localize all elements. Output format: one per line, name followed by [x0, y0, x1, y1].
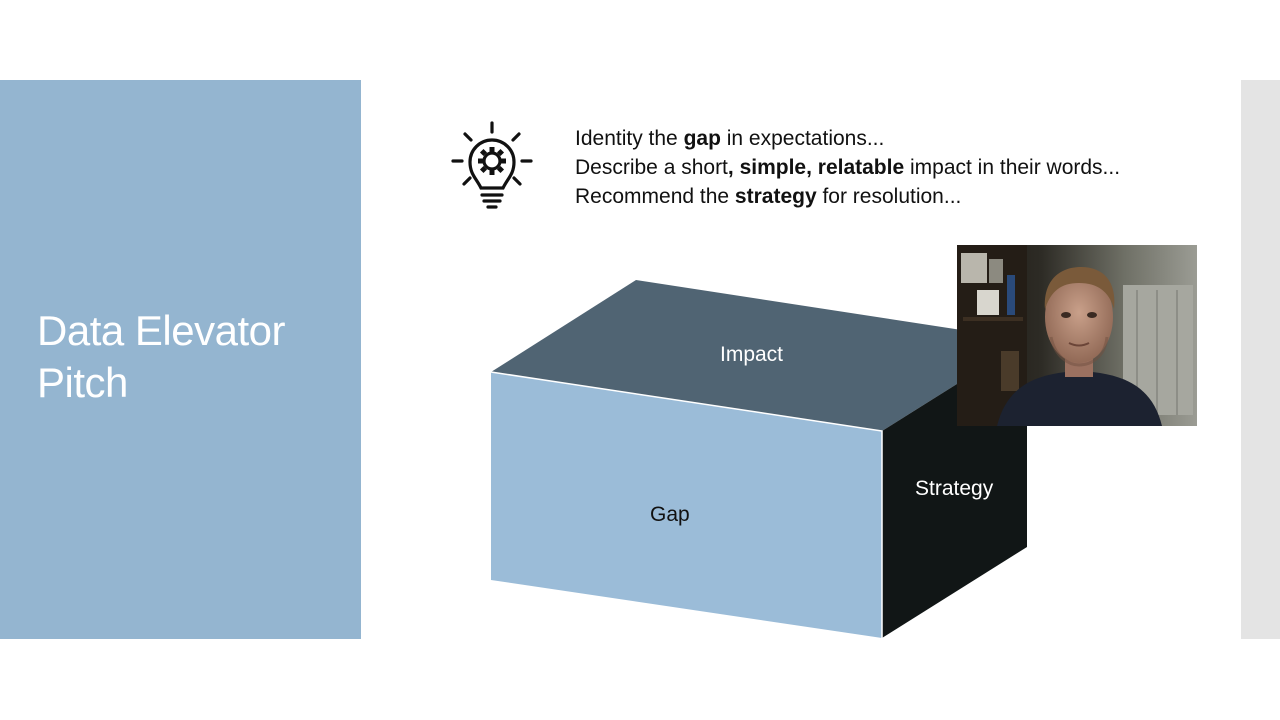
- instruction-gap: Identity the gap in expectations...: [575, 127, 885, 150]
- instruction-strategy: Recommend the strategy for resolution...: [575, 185, 962, 208]
- impact-label: Impact: [720, 343, 784, 366]
- presenter-video: [957, 245, 1197, 426]
- instruction-impact: Describe a short, simple, relatable impa…: [575, 156, 1121, 179]
- box-front-face: [491, 372, 882, 638]
- box-top-face: [491, 280, 1027, 431]
- instruction-list: Identity the gap in expectations... Desc…: [575, 124, 1215, 211]
- webcam-overlay[interactable]: [957, 245, 1197, 426]
- right-margin-strip: [1241, 80, 1280, 639]
- title-panel: [0, 80, 361, 639]
- strategy-label: Strategy: [915, 477, 994, 500]
- gap-label: Gap: [650, 503, 690, 526]
- lightbulb-gear-icon: [451, 121, 533, 209]
- slide-title: Data Elevator Pitch: [37, 307, 285, 406]
